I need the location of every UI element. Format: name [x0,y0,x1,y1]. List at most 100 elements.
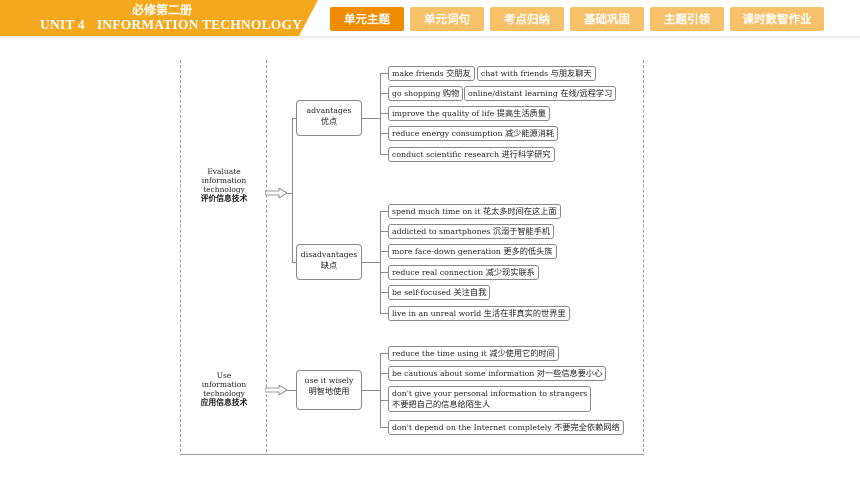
disadvantage-item: reduce real connection 减少现实联系 [388,265,539,280]
advantage-item: make friends 交朋友 [388,66,475,81]
item-zh: 交朋友 [446,68,471,78]
item-zh: 更多的低头族 [503,246,553,256]
advantages-node: advantages 优点 [296,100,362,136]
use-wisely-zh: 明智地使用 [308,386,350,396]
advantage-item: reduce energy consumption 减少能源消耗 [388,126,559,141]
wisely-item: don't depend on the Internet completely … [388,420,624,435]
item-en: more face-down generation [392,247,501,256]
disadvantages-node: disadvantages 缺点 [296,244,362,280]
item-zh: 花太多时间在这上面 [482,206,557,216]
item-en: be cautious about some information [392,369,535,378]
connector [292,262,297,263]
evaluate-en: Evaluate information technology [201,167,247,194]
evaluate-zh: 评价信息技术 [200,194,248,203]
item-zh: 与朋友聊天 [550,68,592,78]
connector [380,400,388,401]
arrow-right-icon [265,385,287,395]
connector [380,93,388,94]
connector [380,113,388,114]
connector [362,118,380,119]
use-en: Use information technology [201,371,247,398]
item-en: conduct scientific research [392,150,499,159]
connector [292,118,297,119]
connector [380,427,388,428]
item-en: make friends [392,69,444,78]
unit-name: INFORMATION TECHNOLOGY [96,17,303,32]
disadvantage-item: addicted to smartphones 沉溺于智能手机 [388,224,555,239]
evaluate-label: Evaluate information technology 评价信息技术 [186,167,262,203]
disadvantage-item: more face-down generation 更多的低头族 [388,244,557,259]
dashed-divider [180,60,181,452]
item-zh: 进行科学研究 [501,149,551,159]
tab-theme-guide[interactable]: 主题引领 [650,7,724,31]
advantage-item: go shopping 购物 [388,86,464,101]
use-wisely-en: use it wisely [304,376,354,385]
item-en: don't depend on the Internet completely [392,423,552,432]
tab-unit-theme[interactable]: 单元主题 [330,7,404,31]
item-zh: 不要把自己的信息给陌生人 [392,399,491,409]
disadvantage-item: live in an unreal world 生活在非真实的世界里 [388,306,570,321]
item-en: be self-focused [392,288,452,297]
item-zh: 关注自我 [453,287,487,297]
item-zh: 减少能源消耗 [504,128,555,138]
arrow-right-icon [265,188,287,198]
connector [380,73,388,74]
connector [380,272,388,273]
item-en: online/distant learning [468,89,558,98]
connector [380,313,388,314]
item-zh: 减少现实联系 [485,267,535,277]
item-en: don't give your personal information to … [392,389,588,398]
connector [380,154,388,155]
tab-key-points[interactable]: 考点归纳 [490,7,564,31]
connector [292,118,293,262]
item-en: spend much time on it [392,207,481,216]
connector [362,390,380,391]
item-en: chat with friends [481,69,549,78]
wisely-item: be cautious about some information 对一些信息… [388,366,607,381]
connector [380,231,388,232]
advantage-item: online/distant learning 在线/远程学习 [464,86,617,101]
dashed-divider [643,60,644,452]
item-en: improve the quality of life [392,109,495,118]
connector [287,193,293,194]
connector [362,262,380,263]
item-zh: 沉溺于智能手机 [492,226,551,236]
title-banner [0,0,318,36]
use-label: Use information technology 应用信息技术 [186,371,262,407]
item-en: reduce real connection [392,268,484,277]
header-divider [0,36,860,40]
connector [380,251,388,252]
connector [380,353,388,354]
tab-homework[interactable]: 课时数智作业 [730,7,824,31]
dashed-divider [266,60,267,452]
book-title: 必修第二册 [132,3,193,17]
unit-title: UNIT 4 INFORMATION TECHNOLOGY [40,17,302,33]
advantages-zh: 优点 [320,116,338,126]
item-en: addicted to smartphones [392,227,491,236]
item-en: reduce energy consumption [392,129,503,138]
connector [380,211,381,313]
advantages-en: advantages [306,106,352,115]
tab-unit-vocabulary[interactable]: 单元词句 [410,7,484,31]
item-zh: 提高生活质量 [496,108,546,118]
advantage-item: conduct scientific research 进行科学研究 [388,147,555,162]
wisely-item: reduce the time using it 减少使用它的时间 [388,346,559,361]
connector [287,390,297,391]
mind-map: Evaluate information technology 评价信息技术 U… [180,60,644,455]
advantage-item: improve the quality of life 提高生活质量 [388,106,550,121]
item-en: live in an unreal world [392,309,482,318]
unit-number: UNIT 4 [40,17,85,32]
advantage-item: chat with friends 与朋友聊天 [477,66,596,81]
tab-basic-practice[interactable]: 基础巩固 [570,7,644,31]
item-en: reduce the time using it [392,349,487,358]
item-zh: 不要完全依赖网络 [554,422,620,432]
connector [380,353,381,428]
disadvantage-item: be self-focused 关注自我 [388,285,491,300]
disadvantages-en: disadvantages [300,250,358,259]
connector [380,292,388,293]
connector [380,373,388,374]
item-zh: 减少使用它的时间 [489,348,555,358]
item-zh: 购物 [442,88,460,98]
item-zh: 生活在非真实的世界里 [483,308,566,318]
